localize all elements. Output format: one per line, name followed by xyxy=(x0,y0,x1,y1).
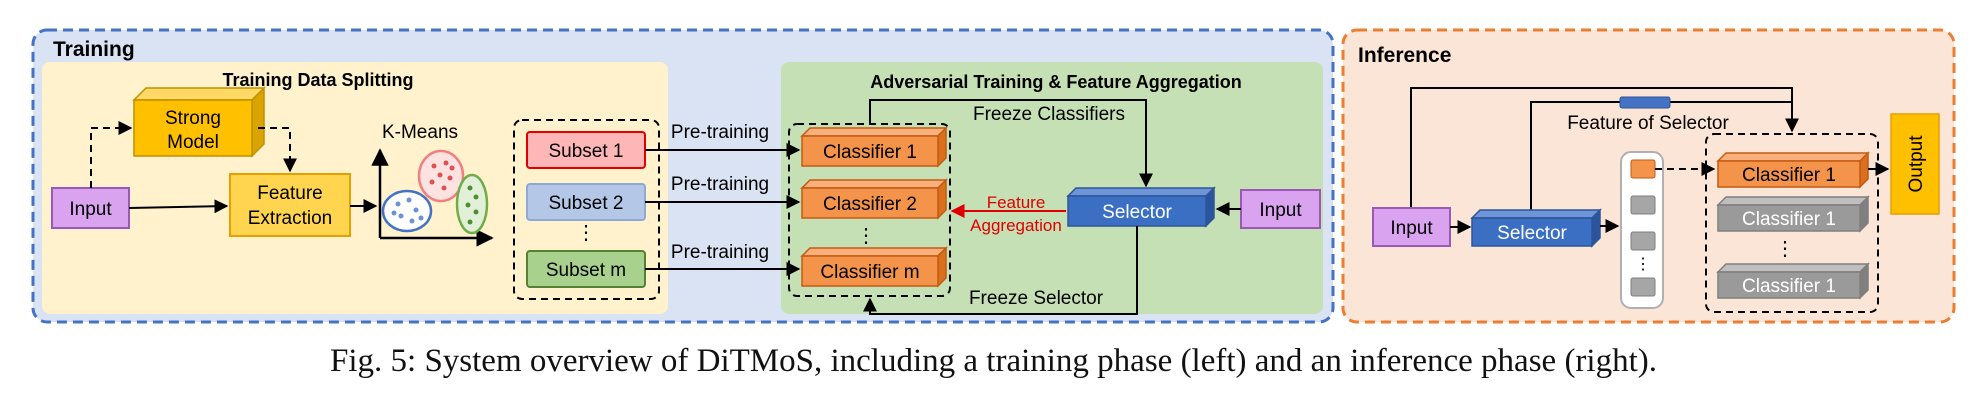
pretraining-label-2: Pre-training xyxy=(671,174,769,195)
gate-slot xyxy=(1630,195,1656,215)
inference-classifier-inactive-box xyxy=(1716,262,1870,300)
gate-slot-active xyxy=(1630,159,1656,179)
inference-selector-box xyxy=(1470,208,1602,248)
feature-of-selector-label: Feature of Selector xyxy=(1567,113,1729,134)
inference-input-label: Input xyxy=(1390,218,1433,239)
splitting-title: Training Data Splitting xyxy=(222,70,413,90)
figure-caption: Fig. 5: System overview of DiTMoS, inclu… xyxy=(330,343,1657,379)
cluster-blue xyxy=(381,189,433,233)
input-to-classifiers-top-arrow xyxy=(1410,87,1799,208)
classifier-1-box xyxy=(800,126,948,168)
cluster-green xyxy=(455,173,489,235)
training-selector-box xyxy=(1066,186,1216,228)
inference-classifier-2-label: Classifier 1 xyxy=(1742,209,1836,230)
kmeans-label: K-Means xyxy=(382,122,458,143)
training-input-right-box xyxy=(1240,189,1321,229)
subset-m-label: Subset m xyxy=(546,260,626,281)
subsets-group xyxy=(513,119,660,300)
strong-model-label-1: Strong xyxy=(165,108,221,129)
training-title: Training xyxy=(53,38,135,61)
freeze-selector-label: Freeze Selector xyxy=(969,288,1104,309)
selector-feature-marker xyxy=(1619,96,1671,109)
inference-classifier-active-box xyxy=(1716,151,1870,189)
input-to-feature-arrow xyxy=(128,199,229,214)
inference-title: Inference xyxy=(1358,44,1451,67)
inference-selector-label: Selector xyxy=(1497,223,1567,244)
feature-extraction-label-2: Extraction xyxy=(248,208,332,229)
gate-slot xyxy=(1630,277,1656,297)
strong-to-feature-arrow xyxy=(258,127,297,173)
input-to-strong-arrow xyxy=(90,121,133,188)
subset-1-label: Subset 1 xyxy=(549,141,624,162)
training-selector-label: Selector xyxy=(1102,202,1172,223)
gate-dots: ⋮ xyxy=(1635,256,1651,273)
subset-dots: ⋮ xyxy=(576,222,596,244)
selector-feature-arrow xyxy=(1530,101,1792,210)
classifier-m-label: Classifier m xyxy=(820,262,919,283)
subset-2-label: Subset 2 xyxy=(549,193,624,214)
system-overview-diagram: Training Training Data Splitting Input S… xyxy=(31,28,1956,324)
strong-model-box xyxy=(132,86,266,158)
feature-aggregation-label-1: Feature xyxy=(987,193,1046,212)
inference-classifiers-group xyxy=(1705,133,1879,313)
classifier-1-label: Classifier 1 xyxy=(823,142,917,163)
inference-classifier-1-label: Classifier 1 xyxy=(1742,165,1836,186)
feature-extraction-label-1: Feature xyxy=(257,183,322,204)
cluster-red xyxy=(417,149,465,203)
inference-input-box xyxy=(1372,207,1451,247)
training-input-box xyxy=(51,187,130,229)
training-input-label: Input xyxy=(69,199,112,220)
gate-slot xyxy=(1630,231,1656,251)
classifier-2-box xyxy=(800,178,948,220)
output-box xyxy=(1890,113,1940,215)
output-label: Output xyxy=(1906,135,1927,193)
classifier-dots: ⋮ xyxy=(856,225,876,247)
inference-classifier-inactive-box xyxy=(1716,195,1870,233)
inference-classifier-3-label: Classifier 1 xyxy=(1742,276,1836,297)
pretraining-label-1: Pre-training xyxy=(671,122,769,143)
gate-vector xyxy=(1620,151,1664,309)
classifier-m-box xyxy=(800,246,948,288)
pretraining-label-3: Pre-training xyxy=(671,242,769,263)
freeze-classifiers-label: Freeze Classifiers xyxy=(973,104,1125,125)
strong-model-label-2: Model xyxy=(167,132,219,153)
adversarial-title: Adversarial Training & Feature Aggregati… xyxy=(870,72,1241,92)
training-input-right-label: Input xyxy=(1259,200,1302,221)
inference-classifier-dots: ⋮ xyxy=(1775,238,1795,260)
classifier-2-label: Classifier 2 xyxy=(823,194,917,215)
freeze-selector-arrow xyxy=(863,226,1138,315)
freeze-classifiers-arrow xyxy=(869,99,1153,188)
feature-aggregation-label-2: Aggregation xyxy=(970,216,1062,235)
